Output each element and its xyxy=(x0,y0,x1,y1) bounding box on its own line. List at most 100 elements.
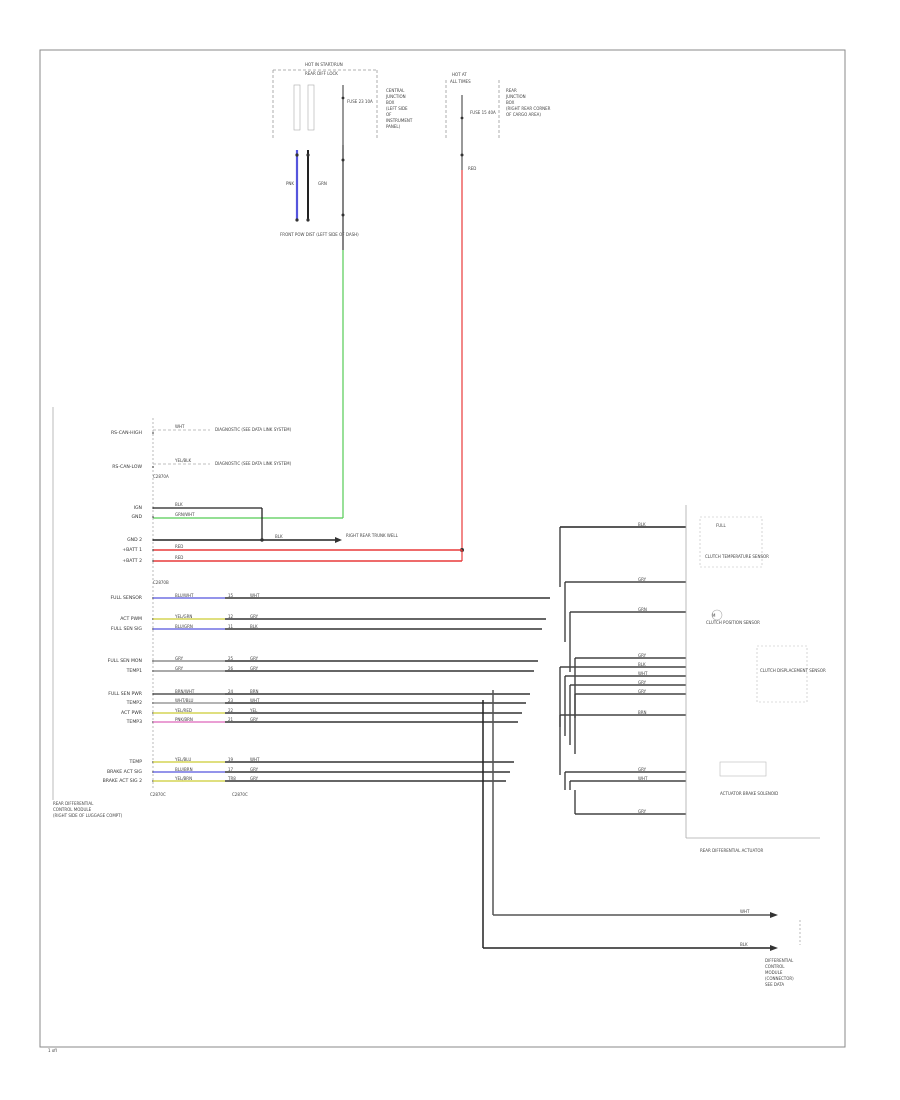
module-pin xyxy=(152,466,154,468)
harness-wire: YEL/BRN TR8 GRY xyxy=(153,776,506,782)
pin-number: 15 xyxy=(228,593,234,598)
fuse-box-1: HOT IN START/RUN REAR DIFF LOCK FUSE 23 … xyxy=(153,62,413,519)
wire-code: RED xyxy=(175,544,183,549)
wire-code: WHT/BLU xyxy=(175,698,194,703)
fuse-box-2-note: JUNCTION xyxy=(505,94,526,99)
module-pin-label: TEMP2 xyxy=(126,700,142,706)
pin-number: 22 xyxy=(228,708,234,713)
module-title: (RIGHT SIDE OF LUGGAGE COMPT) xyxy=(53,813,123,818)
fuse-box-1-note: BOX xyxy=(386,100,395,105)
fuse-box-2-notes: REAR JUNCTION BOX (RIGHT REAR CORNER OF … xyxy=(505,88,551,117)
fuse-box-1-note: CENTRAL xyxy=(386,88,405,93)
wire-code: BLU/GRN xyxy=(175,624,193,629)
wire-code: BLK xyxy=(740,942,748,947)
bottom-right-connector: WHT BLK DIFFERENTIAL CONTROL MODULE (CON… xyxy=(482,690,801,987)
module-title: CONTROL MODULE xyxy=(53,807,92,812)
wire-code: GRN xyxy=(318,181,327,186)
pin-number: 17 xyxy=(228,767,234,772)
wire-code: GRY xyxy=(250,614,259,619)
wire-code: GRY xyxy=(638,577,647,582)
bottom-right-label: MODULE xyxy=(765,970,783,975)
wire-code: WHT xyxy=(638,671,648,676)
bottom-right-label: DIFFERENTIAL xyxy=(765,958,794,963)
wire-code: BLK xyxy=(175,502,183,507)
module-pin-label: TEMP3 xyxy=(126,719,142,725)
module-title: REAR DIFFERENTIAL xyxy=(53,801,94,806)
wire-code: GRY xyxy=(638,767,647,772)
module-pin-label: TEMP xyxy=(129,759,143,765)
harness-wire: YEL/RED 22 YEL xyxy=(153,708,522,714)
fuse-box-2-note: OF CARGO AREA) xyxy=(506,112,541,117)
wire-code: YEL/BRN xyxy=(174,776,192,781)
fuse-box-1-note: JUNCTION xyxy=(385,94,406,99)
module-pin-label: +BATT 2 xyxy=(122,558,142,564)
wire-code: YEL/RED xyxy=(174,708,192,713)
wire-code: BLK xyxy=(250,624,258,629)
module-pin-label: FULL SEN SIG xyxy=(111,626,143,632)
pin-number: TR8 xyxy=(227,776,236,781)
connector-label: C2870B xyxy=(153,580,169,585)
wire-code: GRY xyxy=(250,776,259,781)
fuse-box-2-header: HOT AT xyxy=(452,72,467,77)
actuator-component: CLUTCH DISPLACEMENT SENSOR xyxy=(760,668,826,673)
wire-code: PNK/BRN xyxy=(175,717,193,722)
fuse-box-2-note: (RIGHT REAR CORNER xyxy=(506,106,551,111)
diagram-frame xyxy=(39,49,846,1048)
wire-code: YEL xyxy=(249,708,258,713)
wire-code: WHT xyxy=(250,593,260,598)
pin-number: 21 xyxy=(228,717,234,722)
wire-code: BLK xyxy=(638,522,646,527)
wire-code: BRN xyxy=(250,689,259,694)
ground-label: RIGHT REAR TRUNK WELL xyxy=(346,533,399,538)
wire-code: GRY xyxy=(250,717,259,722)
module-pin-label: FULL SEN PWR xyxy=(108,691,143,697)
wire-code: GRY xyxy=(638,689,647,694)
fuse-box-1-note: OF xyxy=(386,112,392,117)
module-pin-label: TEMP1 xyxy=(126,668,142,674)
actuator-small-label: M xyxy=(712,613,716,618)
pin-number: 12 xyxy=(228,614,234,619)
wire-code: GRY xyxy=(250,656,259,661)
wire-code: WHT xyxy=(175,424,185,429)
fuse-box-2-fuse: FUSE 15 40A xyxy=(470,110,496,115)
wire-code: GRY xyxy=(250,666,259,671)
module-pin-label: GND 2 xyxy=(127,537,142,543)
actuator-component: CLUTCH TEMPERATURE SENSOR xyxy=(705,554,769,559)
fuse-box-1-fuse: FUSE 23 10A xyxy=(347,99,373,104)
module-pin-label: ACT PWM xyxy=(120,616,142,622)
fuse-box-1-notes: CENTRAL JUNCTION BOX (LEFT SIDE OF INSTR… xyxy=(385,88,413,129)
actuator-assembly: REAR DIFFERENTIAL ACTUATOR FULL CLUTCH T… xyxy=(685,505,826,853)
module-pin xyxy=(152,432,154,434)
module-pin-label: GND xyxy=(131,514,142,520)
module-pin-label: FULL SEN MON xyxy=(108,658,142,664)
fuse-box-1-connector-label: FRONT POW DIST (LEFT SIDE OF DASH) xyxy=(280,232,359,237)
harness-wire: PNK/BRN 21 GRY xyxy=(153,717,518,723)
fuse-box-1-header: HOT IN START/RUN xyxy=(305,62,343,67)
wire-code: BRN/WHT xyxy=(175,689,195,694)
module-pin xyxy=(152,560,154,562)
wire-code: BLK xyxy=(638,662,646,667)
actuator-component: ACTUATOR BRAKE SOLENOID xyxy=(720,791,778,796)
actuator-component: CLUTCH POSITION SENSOR xyxy=(706,620,760,625)
connector-label: C2870A xyxy=(153,474,169,479)
data-link-dest: DIAGNOSTIC (SEE DATA LINK SYSTEM) xyxy=(215,461,292,466)
page-number: 1 ofI xyxy=(48,1048,57,1053)
module-pin-label: +BATT 1 xyxy=(122,547,142,553)
bottom-right-label: (CONNECTOR) xyxy=(765,976,794,981)
bottom-right-label: SEE DATA xyxy=(765,982,784,987)
module-pin-label: BRAKE ACT SIG xyxy=(107,769,142,775)
wire-code: YEL/BLU xyxy=(174,757,191,762)
wire-code: GRN xyxy=(638,607,647,612)
wire-code: RED xyxy=(468,166,476,171)
wire-code: WHT xyxy=(740,909,750,914)
module-pin-label: BRAKE ACT SIG 2 xyxy=(103,778,143,784)
wire-code: BRN xyxy=(638,710,647,715)
pin-number: 24 xyxy=(228,689,234,694)
actuator-component: FULL xyxy=(716,523,726,528)
